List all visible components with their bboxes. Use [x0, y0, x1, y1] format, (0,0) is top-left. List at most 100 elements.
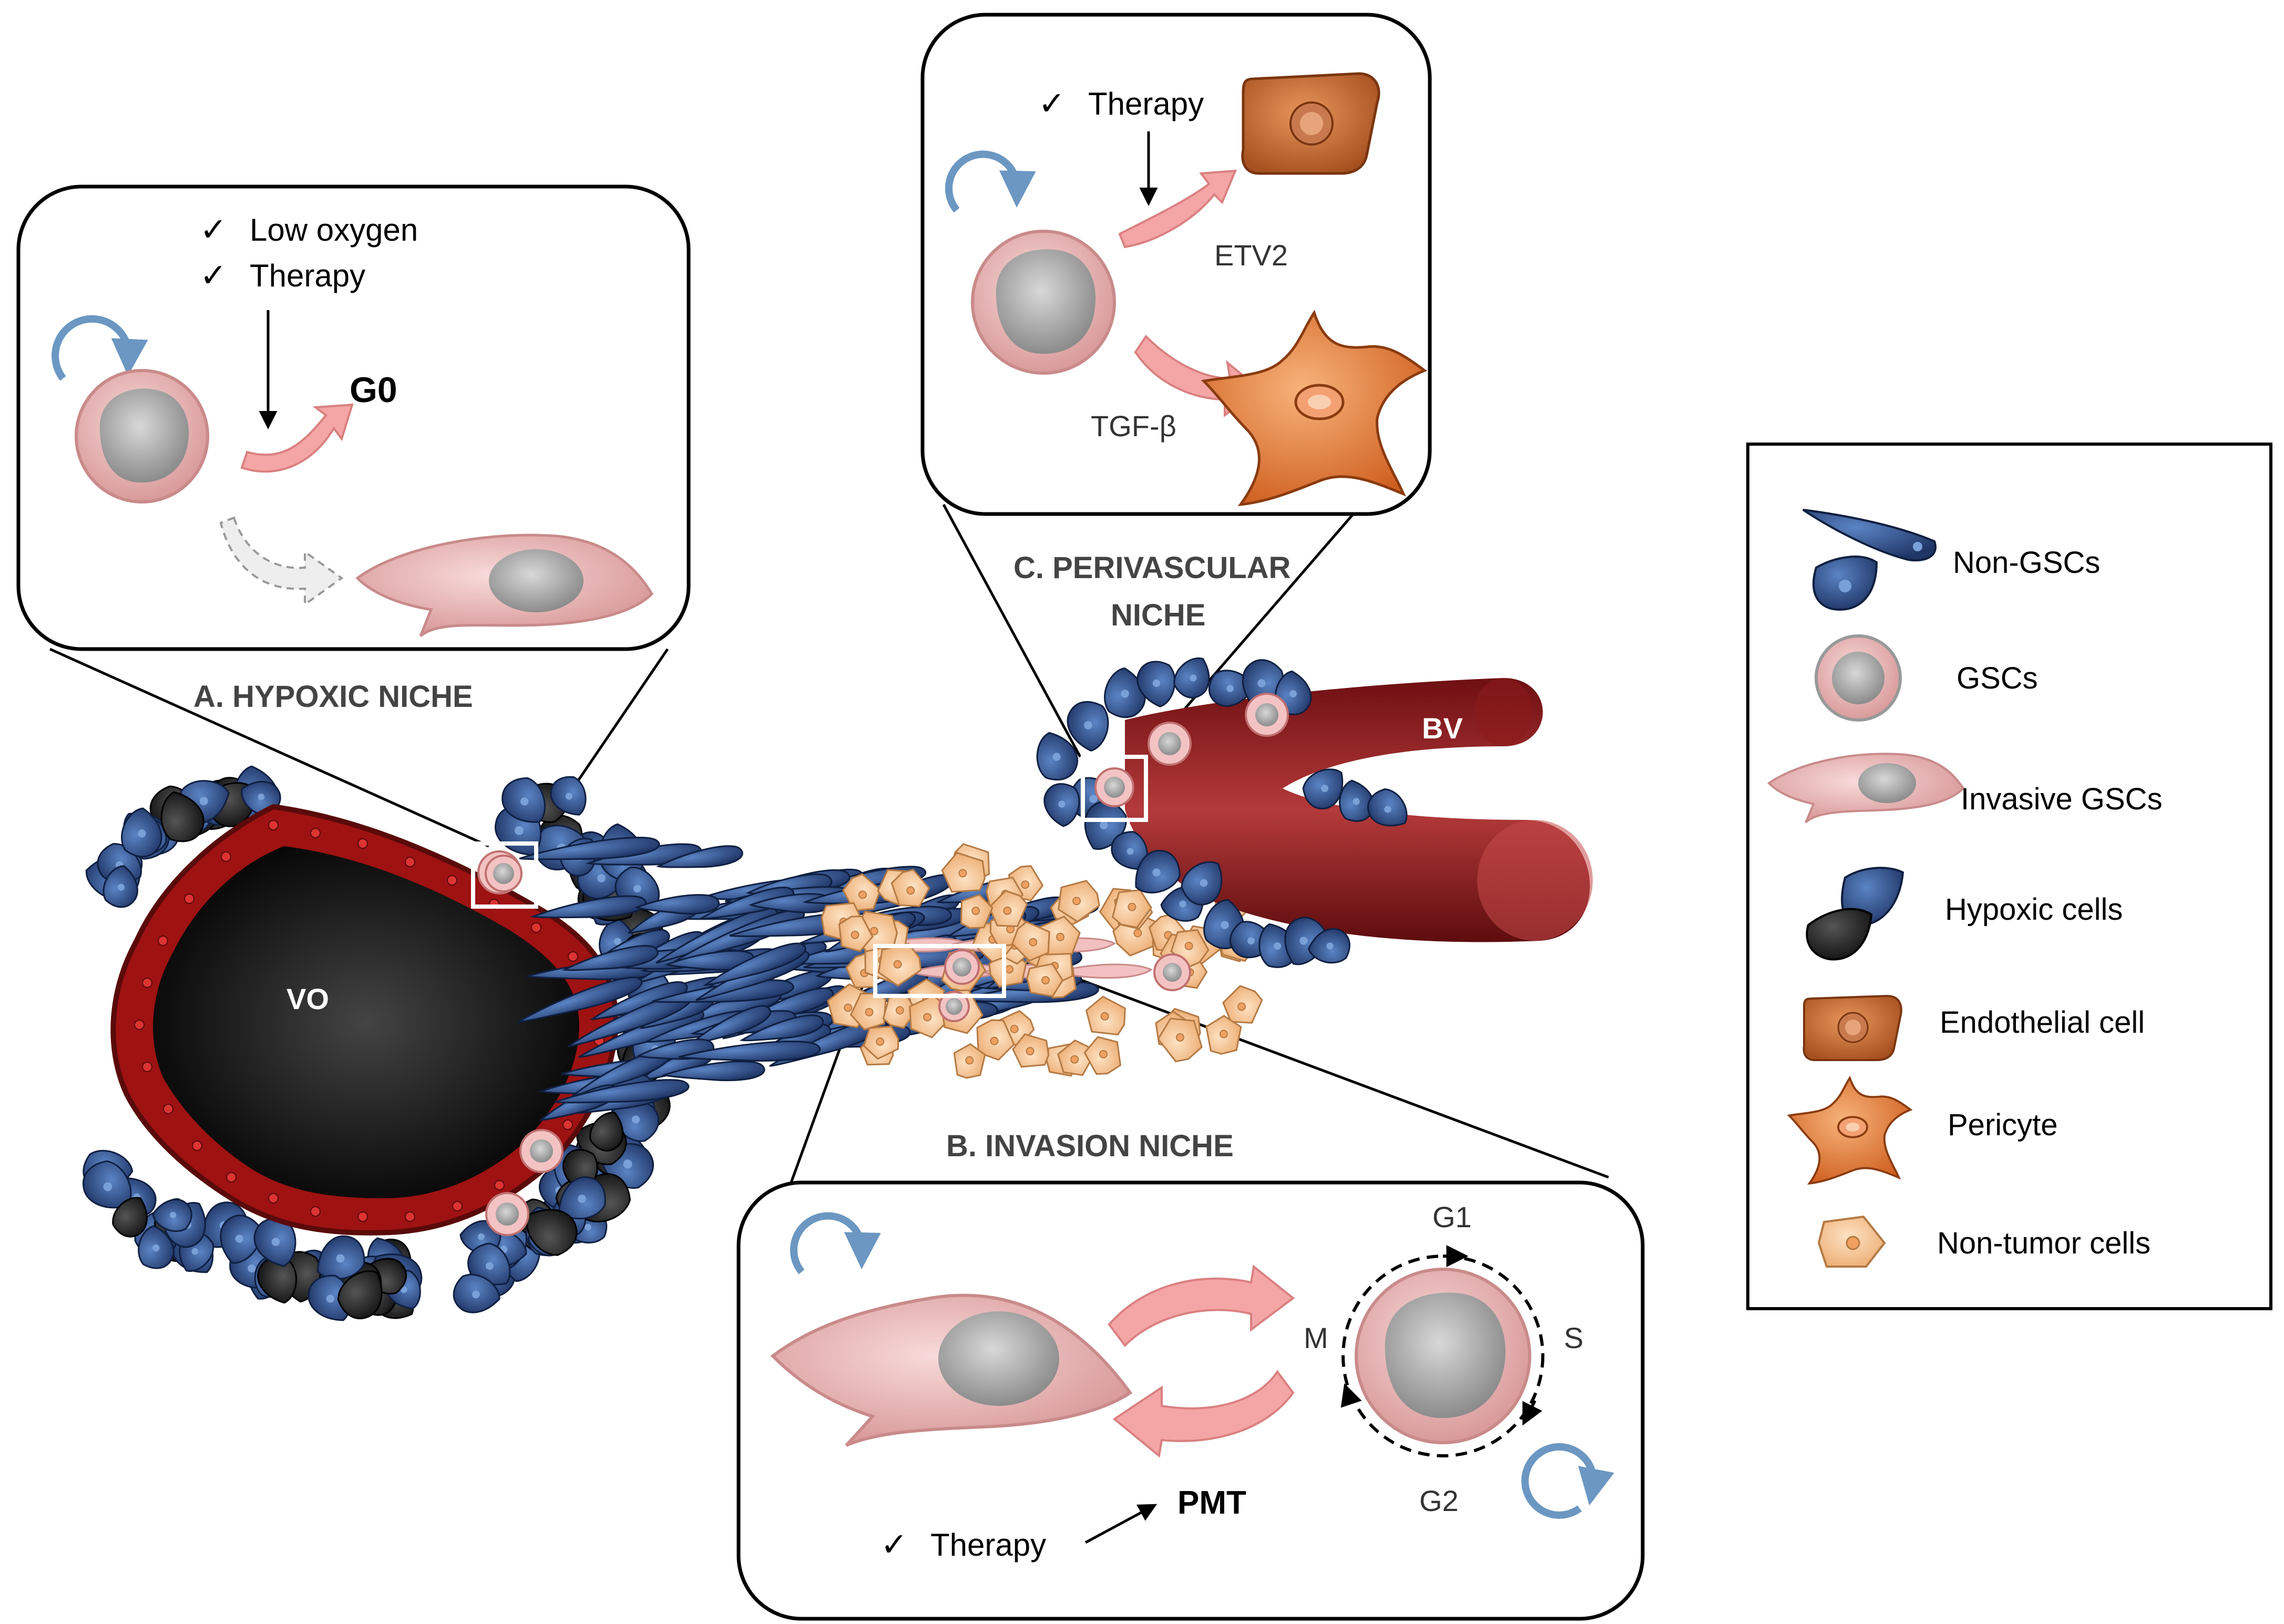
panel-invasion-niche: B. INVASION NICHE G1 S G2 M ✓ Therapy PM… [736, 1129, 1645, 1621]
hypoxic-cell [589, 1112, 624, 1152]
tgf-beta-label: TGF-β [1091, 409, 1176, 443]
non-gsc-cell [1181, 861, 1223, 906]
non-tumor-cell [1083, 1036, 1122, 1075]
gsc-cell-icon [1355, 1268, 1531, 1444]
non-gsc-cell [1136, 661, 1176, 707]
etv2-label: ETV2 [1214, 239, 1288, 272]
non-gsc-cell [103, 865, 138, 908]
non-gsc-cell [83, 1160, 132, 1209]
gsc-icon [1815, 634, 1902, 722]
self-renewal-arrow-icon [945, 150, 1036, 213]
non-gsc-cell [152, 1198, 192, 1232]
zoom-connector-lines [49, 503, 1609, 1183]
non-gsc-cell [138, 1225, 175, 1269]
hypoxic-cell [160, 791, 204, 842]
phase-m-label: M [1304, 1321, 1328, 1354]
non-gsc-cell [1173, 657, 1210, 698]
endothelial-cell-icon [1802, 994, 1902, 1061]
phase-g2-label: G2 [1419, 1484, 1459, 1517]
non-tumor-cell [890, 869, 930, 907]
non-tumor-cell [877, 942, 922, 987]
invading-non-gsc-cell [561, 945, 659, 971]
hypoxic-cell [112, 1197, 148, 1238]
non-gsc-cell [1367, 788, 1408, 827]
non-gsc-cell [1067, 701, 1109, 752]
non-tumor-cell [1111, 889, 1152, 929]
non-tumor-cell [1205, 1015, 1242, 1055]
invading-non-gsc-cell [519, 837, 660, 860]
invading-non-gsc-cell [634, 894, 720, 914]
etv2-arrow [1118, 169, 1237, 249]
cell-cycle-ring [1341, 1255, 1544, 1457]
vo-label: VO [286, 982, 329, 1015]
g0-arrow [240, 403, 354, 473]
invasive-gsc-icon [355, 533, 654, 637]
g0-label: G0 [350, 370, 397, 410]
legend-label-non-tumor-cells: Non-tumor cells [1937, 1226, 2150, 1260]
legend: Non-GSCs GSCs Invasive GSCs Hypoxic cell… [1746, 443, 2272, 1310]
non-gsc-cell [220, 1215, 262, 1264]
phase-g1-label: G1 [1432, 1200, 1472, 1234]
legend-label-pericyte: Pericyte [1948, 1108, 2058, 1142]
invading-non-gsc-cell [702, 942, 806, 986]
phase-s-label: S [1564, 1321, 1583, 1354]
non-tumor-cell [1085, 995, 1126, 1036]
invading-non-gsc-cell [656, 845, 743, 868]
legend-label-endothelial-cell: Endothelial cell [1940, 1005, 2145, 1040]
invasion-stream [517, 837, 1263, 1121]
invasive-gsc-icon [770, 1293, 1133, 1447]
invading-non-gsc-cell [555, 1079, 690, 1104]
check-therapy-mark: ✓ [1038, 86, 1066, 122]
check-therapy-label: Therapy [1088, 86, 1204, 121]
non-gsc-cell [253, 1218, 296, 1267]
non-gsc-cell [1339, 779, 1375, 822]
non-gsc-cell [1036, 732, 1079, 780]
non-gsc-icon [1802, 509, 1937, 611]
zoom-box-gscs [485, 767, 1134, 892]
pericyte-icon [1787, 1075, 1913, 1185]
check-therapy-mark: ✓ [880, 1527, 908, 1563]
non-tumor-cell [1011, 921, 1050, 962]
invading-non-gsc-cell [589, 981, 688, 1020]
non-gsc-cell [1135, 850, 1181, 893]
non-tumor-cell [1012, 1033, 1050, 1068]
non-gsc-cell [316, 1235, 365, 1280]
non-tumor-cell [1057, 1039, 1095, 1076]
check-therapy-label: Therapy [930, 1527, 1046, 1563]
non-tumor-cell [863, 1025, 899, 1060]
to-invasive-arrow [1112, 1370, 1295, 1458]
invasive-transition-arrow [219, 516, 344, 607]
hypoxic-cell [337, 1270, 383, 1320]
to-gsc-arrow [1108, 1265, 1295, 1348]
invasion-niche-title: B. INVASION NICHE [946, 1129, 1234, 1163]
non-gsc-cell [121, 807, 162, 858]
perivascular-niche-title-line2: NICHE [1111, 598, 1205, 632]
non-gsc-cell [1111, 831, 1148, 870]
non-tumor-cell [953, 1043, 986, 1079]
blood-vessel: BV [1036, 657, 1593, 968]
therapy-arrow [1084, 1504, 1158, 1544]
pericyte-icon [1201, 310, 1428, 507]
legend-label-gscs: GSCs [1957, 661, 2038, 695]
endothelial-cell-icon [1241, 72, 1380, 175]
invasive-gsc-icon [1767, 753, 1965, 824]
legend-label-non-gscs: Non-GSCs [1953, 546, 2100, 580]
hypoxic-cell [526, 1209, 578, 1256]
pmt-label: PMT [1177, 1485, 1246, 1521]
legend-label-hypoxic-cells: Hypoxic cells [1945, 892, 2123, 927]
non-gsc-cell [558, 1176, 606, 1220]
check-low-oxygen-label: Low oxygen [250, 212, 418, 248]
hypoxic-cell-icon [1806, 867, 1904, 961]
non-tumor-cell [960, 893, 994, 929]
panel-hypoxic-niche: ✓ Low oxygen ✓ Therapy G0 A. HYPOXIC NIC… [16, 184, 691, 714]
gsc-cell-icon [971, 230, 1116, 375]
non-tumor-cell [1157, 1017, 1203, 1063]
non-tumor-cell-icon [1817, 1215, 1886, 1268]
non-gsc-cell [1043, 783, 1080, 827]
self-renewal-arrow-icon-2 [1521, 1443, 1614, 1519]
non-gsc-cell [612, 1101, 660, 1142]
check-therapy-label: Therapy [250, 258, 365, 293]
non-tumor-cell [1026, 963, 1064, 998]
non-tumor-cell [1058, 880, 1100, 923]
